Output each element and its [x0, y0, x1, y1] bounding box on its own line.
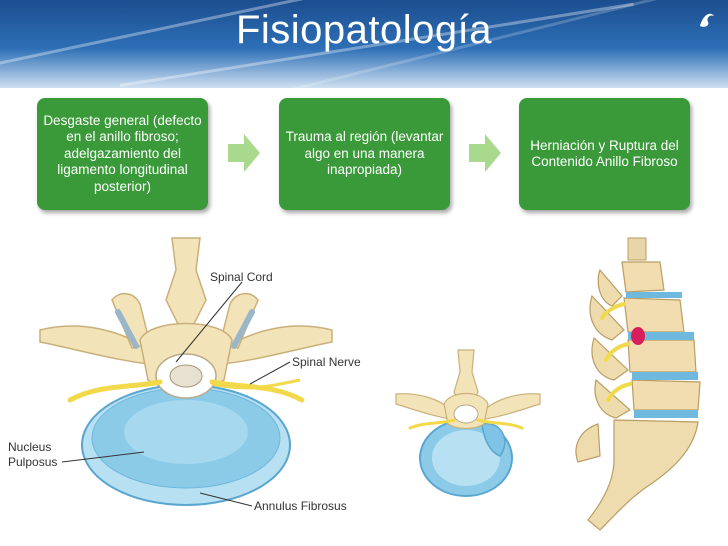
- lumbar-spine-side-view: [575, 237, 701, 531]
- step-box-1: Desgaste general (defecto en el anillo f…: [37, 98, 208, 210]
- vertebra-top-view-large: [39, 237, 333, 507]
- herniated-disc-top-view: [395, 349, 541, 497]
- spine-illustration: [39, 237, 701, 531]
- page-title: Fisiopatología: [235, 8, 493, 52]
- label-spinal-nerve: Spinal Nerve: [292, 355, 361, 369]
- label-annulus-fibrosus: Annulus Fibrosus: [254, 499, 347, 513]
- label-spinal-cord: Spinal Cord: [210, 270, 273, 284]
- step-box-3: Herniación y Ruptura del Contenido Anill…: [519, 98, 690, 210]
- step-text-3: Herniación y Ruptura del Contenido Anill…: [530, 137, 679, 170]
- flow-arrow-icon: [469, 134, 501, 172]
- step-text-1: Desgaste general (defecto en el anillo f…: [43, 112, 202, 194]
- step-text-2: Trauma al región (levantar algo en una m…: [285, 129, 444, 178]
- header-band: [0, 0, 728, 88]
- label-nucleus-pulposus: Nucleus Pulposus: [8, 440, 58, 469]
- flow-arrow-icon: [228, 134, 260, 172]
- step-box-2: Trauma al región (levantar algo en una m…: [279, 98, 450, 210]
- logo-mark-icon: [700, 13, 714, 27]
